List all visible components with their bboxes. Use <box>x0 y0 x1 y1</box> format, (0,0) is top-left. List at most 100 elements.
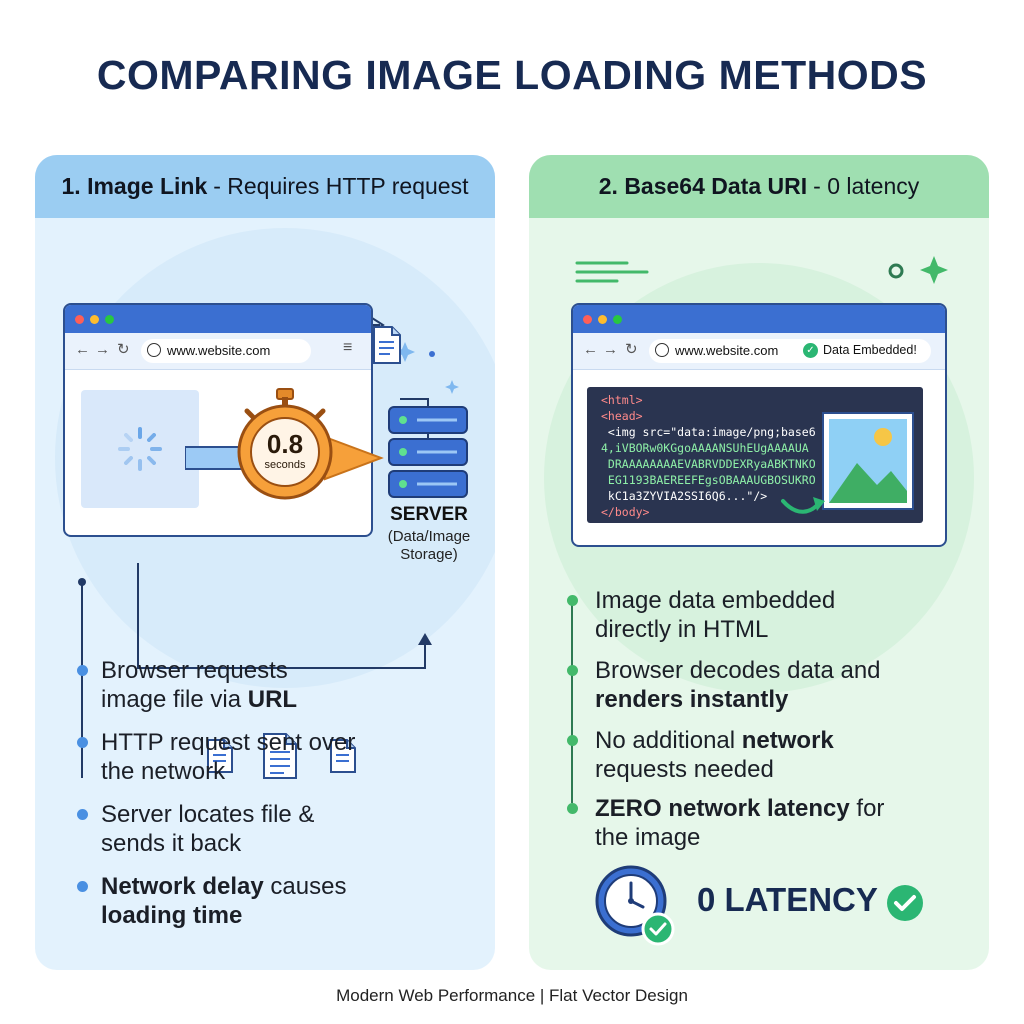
bullet-dot <box>567 803 578 814</box>
globe-icon <box>147 343 161 357</box>
bullet-dot <box>77 809 88 820</box>
maximize-dot-icon <box>105 315 114 324</box>
url-bar[interactable]: www.website.com <box>141 339 311 363</box>
browser-toolbar: ← → ↻ www.website.com ≡ <box>65 333 371 370</box>
image-link-header-subtitle: - Requires HTTP request <box>213 173 469 199</box>
browser-titlebar <box>65 305 371 333</box>
zero-latency-label: 0 LATENCY <box>697 881 878 918</box>
forward-arrow-icon[interactable]: → <box>95 341 110 358</box>
bullet-emphasis: ZERO network latency <box>595 795 850 822</box>
bullet-text: Browser requests <box>101 657 288 684</box>
bullet-text: image file via <box>101 686 248 713</box>
base64-header-title: 2. Base64 Data URI <box>598 173 808 199</box>
image-link-bullet-4: Network delay causes loading time <box>101 872 471 930</box>
bullet-emphasis: network <box>741 727 834 754</box>
server-description-line1: (Data/Image <box>387 528 471 545</box>
code-line: <head> <box>601 409 643 423</box>
image-preview-icon <box>822 412 914 510</box>
base64-header-subtitle: - 0 latency <box>813 173 920 199</box>
globe-icon <box>655 343 669 357</box>
bullet-dot <box>77 665 88 676</box>
bullet-emphasis: Network delay <box>101 873 264 900</box>
bullet-text: Server locates file & <box>101 801 315 828</box>
code-line: 4,iVBORw0KGgoAAAANSUhEUgAAAAUA <box>601 441 809 455</box>
base64-bullet-2: Browser decodes data and renders instant… <box>595 656 965 714</box>
server-description: (Data/Image Storage) <box>369 528 489 564</box>
url-text: www.website.com <box>167 343 271 358</box>
base64-bullet-3: No additional network requests needed <box>595 726 965 784</box>
bullet-text: for <box>849 795 885 822</box>
browser-window: ← → ↻ www.website.com ✓ Data Embedded! <… <box>571 303 947 547</box>
browser-window: ← → ↻ www.website.com ≡ <box>63 303 373 537</box>
image-link-bullet-1: Browser requests image file via URL <box>101 656 471 714</box>
code-line: </body> <box>601 505 650 519</box>
page-title: COMPARING IMAGE LOADING METHODS <box>96 52 928 98</box>
bullet-text: No additional <box>595 727 742 754</box>
bullet-text: causes <box>263 873 347 900</box>
check-icon: ✓ <box>803 343 818 358</box>
timer-unit: seconds <box>264 459 306 471</box>
bullet-dot <box>567 735 578 746</box>
image-link-panel: 1. Image Link - Requires HTTP request <box>35 155 495 970</box>
bullet-dot <box>567 595 578 606</box>
reload-icon[interactable]: ↻ <box>117 341 130 358</box>
bullet-text: the image <box>595 824 701 851</box>
close-dot-icon <box>75 315 84 324</box>
url-bar[interactable]: www.website.com ✓ Data Embedded! <box>649 339 931 363</box>
server-description-line2: Storage) <box>400 546 458 563</box>
timer-value: 0.8 <box>266 429 304 459</box>
close-dot-icon <box>583 315 592 324</box>
bullet-emphasis: URL <box>247 686 298 713</box>
bullet-text: directly in HTML <box>595 616 769 643</box>
base64-bullet-4: ZERO network latency for the image <box>595 794 965 852</box>
back-arrow-icon[interactable]: ← <box>75 341 90 358</box>
image-link-header-title: 1. Image Link <box>61 173 208 199</box>
bullet-text: requests needed <box>595 756 774 783</box>
loading-spinner-icon <box>118 427 162 471</box>
check-circle-icon <box>887 885 923 921</box>
bullet-dot <box>567 665 578 676</box>
document-icon <box>263 733 297 779</box>
base64-header: 2. Base64 Data URI - 0 latency <box>529 155 989 218</box>
code-line: <html> <box>601 393 643 407</box>
server-icon <box>388 406 468 498</box>
minimize-dot-icon <box>598 315 607 324</box>
image-placeholder <box>81 390 199 508</box>
code-line: DRAAAAAAAAEVABRVDDEXRyaABKTNKO <box>601 457 816 471</box>
embedded-badge: Data Embedded! <box>823 343 917 357</box>
image-link-bullet-3: Server locates file & sends it back <box>101 800 471 858</box>
bullet-text: Browser decodes data and <box>595 657 881 684</box>
maximize-dot-icon <box>613 315 622 324</box>
bullet-text: Image data embedded <box>595 587 836 614</box>
base64-bullet-1: Image data embedded directly in HTML <box>595 586 965 644</box>
bullet-dot <box>77 737 88 748</box>
bullet-dot <box>77 881 88 892</box>
stopwatch-icon <box>237 388 333 500</box>
forward-arrow-icon[interactable]: → <box>603 341 618 358</box>
document-icon <box>330 739 356 773</box>
browser-toolbar: ← → ↻ www.website.com ✓ Data Embedded! <box>573 333 945 370</box>
browser-titlebar <box>573 305 945 333</box>
code-line: <img src="data:image/png;base6 <box>601 425 816 439</box>
footer: Modern Web Performance | Flat Vector Des… <box>336 986 688 1005</box>
url-text: www.website.com <box>675 343 779 358</box>
clock-icon <box>595 865 675 946</box>
reload-icon[interactable]: ↻ <box>625 341 638 358</box>
image-link-header: 1. Image Link - Requires HTTP request <box>35 155 495 218</box>
embed-arrow-icon <box>781 497 825 514</box>
server-label: SERVER <box>390 504 468 525</box>
document-icon <box>373 326 401 364</box>
bullet-emphasis: renders instantly <box>595 686 789 713</box>
document-icon <box>207 739 233 773</box>
bullet-text: HTTP request sent over <box>101 729 356 756</box>
minimize-dot-icon <box>90 315 99 324</box>
bullet-emphasis: loading time <box>101 902 243 929</box>
code-line: EG1193BAEREEFEgsOBAAAUGBOSUKRO <box>601 473 816 487</box>
stopwatch-timer: 0.8 seconds <box>235 387 335 502</box>
image-link-bullet-2: HTTP request sent over the network <box>101 728 471 786</box>
bullet-text: the network <box>101 758 226 785</box>
back-arrow-icon[interactable]: ← <box>583 341 598 358</box>
menu-icon[interactable]: ≡ <box>343 339 353 356</box>
bullet-text: sends it back <box>101 830 242 857</box>
code-line: kC1a3ZYVIA2SSI6Q6..."/> <box>601 489 768 503</box>
